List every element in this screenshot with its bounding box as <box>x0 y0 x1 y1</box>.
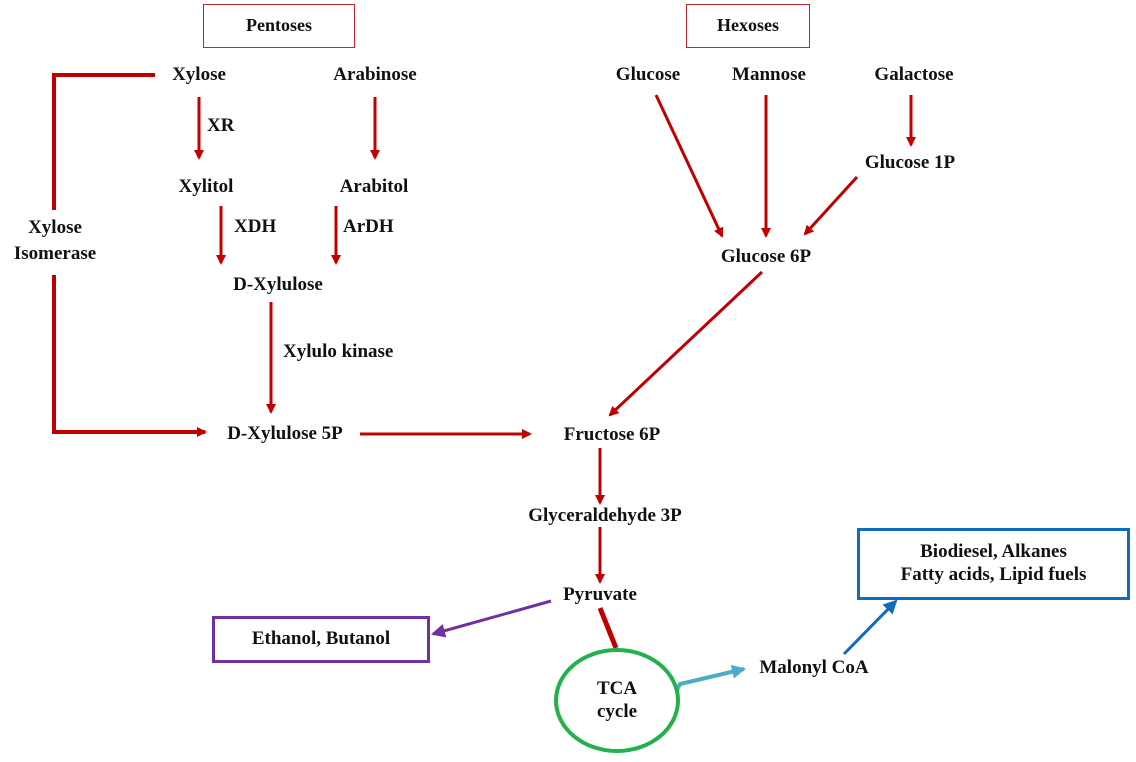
node-arabinose: Arabinose <box>333 64 417 86</box>
node-glucose: Glucose <box>615 64 681 86</box>
arrow-glucose-6p-to-fructose-6p <box>608 270 764 417</box>
arrow-pyruvate-to-alcohols <box>431 599 552 638</box>
node-d-xylulose: D-Xylulose <box>233 274 323 296</box>
product-lipids-box: Biodiesel, Alkanes Fatty acids, Lipid fu… <box>857 528 1130 600</box>
node-glyceraldehyde-3p: Glyceraldehyde 3P <box>528 505 682 527</box>
node-arabitol: Arabitol <box>339 176 409 198</box>
arrow-xylose-isomerase-bottom <box>52 275 207 437</box>
arrow-glucose-to-glucose-6p <box>654 94 724 238</box>
node-pyruvate: Pyruvate <box>563 584 637 606</box>
enzyme-xdh: XDH <box>234 216 277 238</box>
node-glucose-6p: Glucose 6P <box>720 246 812 268</box>
pentoses-header: Pentoses <box>203 4 355 48</box>
enzyme-xylose-isomerase-line1: Xylose <box>28 217 82 239</box>
arrow-tca-to-malonyl-coa <box>670 664 746 700</box>
product-alcohols-box: Ethanol, Butanol <box>212 616 430 663</box>
link-pyruvate-to-tca <box>597 607 619 649</box>
tca-line1: TCA <box>596 677 638 699</box>
arrow-glucose-1p-to-glucose-6p <box>803 175 859 236</box>
tca-cycle-circle: TCA cycle <box>554 648 680 753</box>
node-galactose: Galactose <box>874 64 954 86</box>
product-lipids-line1: Biodiesel, Alkanes <box>920 541 1067 563</box>
hexoses-header: Hexoses <box>686 4 810 48</box>
node-fructose-6p: Fructose 6P <box>563 424 661 446</box>
arrow-malonyl-coa-to-lipids <box>842 599 898 656</box>
node-mannose: Mannose <box>732 64 806 86</box>
node-malonyl-coa: Malonyl CoA <box>759 657 869 679</box>
node-d-xylulose-5p: D-Xylulose 5P <box>227 423 343 445</box>
node-glucose-1p: Glucose 1P <box>864 152 956 174</box>
product-lipids-line2: Fatty acids, Lipid fuels <box>900 564 1087 585</box>
arrow-xylose-isomerase-top <box>52 73 155 210</box>
tca-line2: cycle <box>596 700 638 722</box>
enzyme-xr: XR <box>207 115 235 137</box>
enzyme-xylulo-kinase: Xylulo kinase <box>283 341 394 363</box>
enzyme-ardh: ArDH <box>343 216 394 238</box>
node-xylose: Xylose <box>172 64 226 86</box>
node-xylitol: Xylitol <box>178 176 234 198</box>
enzyme-xylose-isomerase-line2: Isomerase <box>13 243 97 265</box>
